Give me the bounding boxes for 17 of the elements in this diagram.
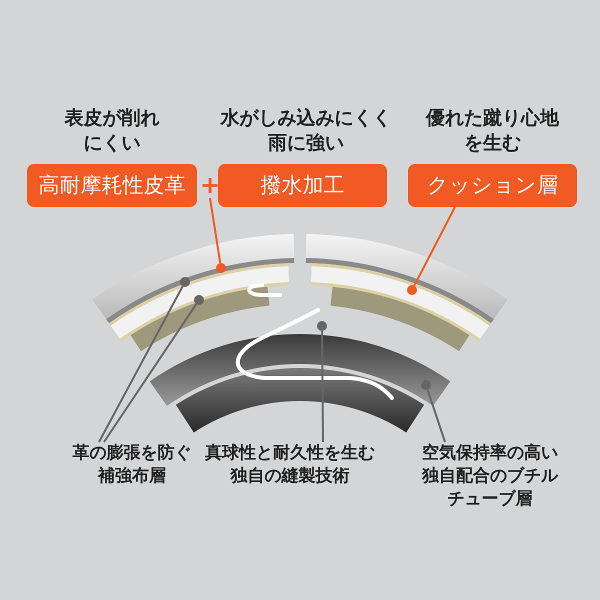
leader-line (103, 304, 198, 443)
leader-line (321, 331, 324, 442)
leader-dot (317, 321, 327, 331)
feature-heading: 優れた蹴り心地を生む (424, 106, 560, 156)
part-description: 真球性と耐久性を生む独自の縫製技術 (204, 442, 376, 488)
feature-heading: 水がしみ込みにくく雨に強い (219, 106, 392, 156)
feature-heading: 表皮が削れにくい (63, 106, 160, 156)
material-label: 高耐摩耗性皮革 (27, 164, 197, 207)
leader-line (426, 389, 446, 442)
leader-line (98, 286, 184, 442)
leader-line (413, 206, 456, 286)
leader-line (209, 198, 222, 264)
material-label: クッション層 (408, 164, 577, 207)
part-description: 革の膨張を防ぐ補強布層 (72, 442, 192, 488)
part-description: 空気保持率の高い独自配合のブチルチューブ層 (420, 442, 560, 511)
material-label: 撥水加工 (218, 164, 387, 207)
plus-sign: + (200, 172, 216, 198)
